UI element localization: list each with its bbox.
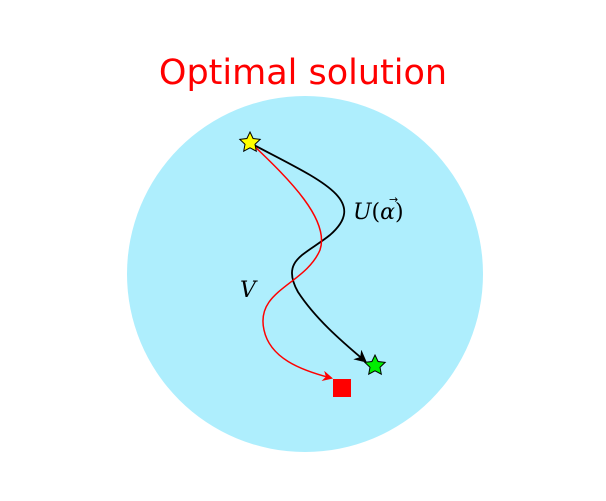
label-u-vector-arrow: → — [389, 193, 398, 206]
path-v — [251, 143, 334, 381]
label-u-open-paren: ( — [372, 200, 381, 225]
goal-star-icon — [363, 353, 387, 376]
svg-text:U(α): U(α) — [353, 200, 404, 225]
target-square-icon — [333, 379, 351, 397]
start-star-icon — [238, 130, 262, 153]
path-u — [251, 143, 367, 363]
label-u-symbol: U — [353, 200, 373, 225]
label-u-close-paren: ) — [395, 200, 404, 225]
label-u-alpha: U(α) → — [353, 193, 404, 225]
label-v: V — [240, 278, 258, 303]
state-space-disk — [127, 96, 483, 452]
diagram-title: Optimal solution — [159, 53, 447, 93]
label-u-alpha-symbol: α — [380, 200, 395, 225]
